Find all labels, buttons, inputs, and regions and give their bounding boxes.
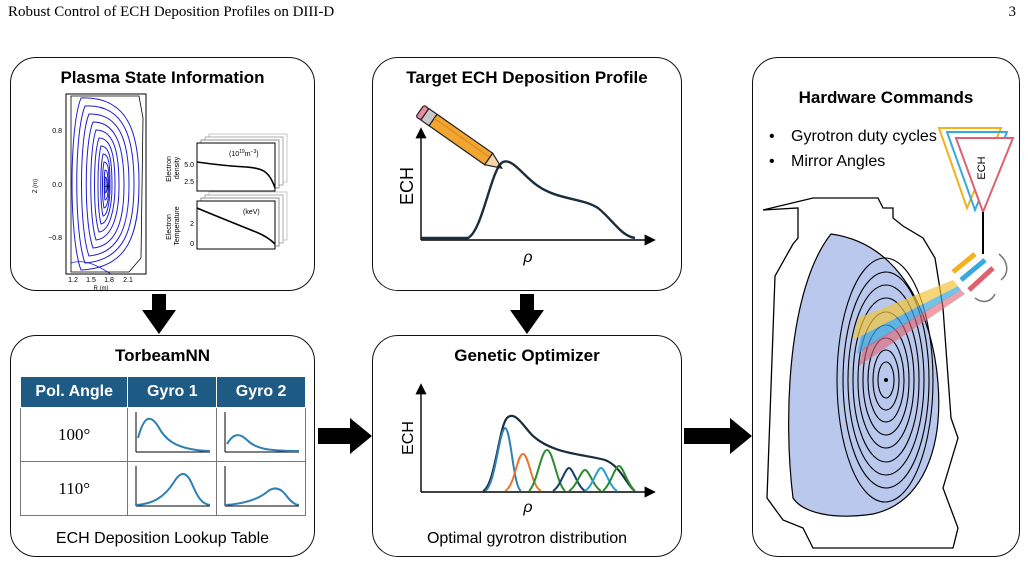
temp-unit: (keV) [243, 209, 260, 216]
r-tick-3: 2.1 [123, 277, 133, 284]
hardware-bullet-list: •Gyrotron duty cycles •Mirror Angles [769, 124, 937, 174]
launcher-red [954, 137, 1015, 215]
target-profile-graphics: ECH ρ [397, 105, 656, 266]
torbeam-caption: ECH Deposition Lookup Table [55, 530, 270, 547]
table-row: 110° [19, 461, 306, 516]
header-title: Robust Control of ECH Deposition Profile… [8, 4, 335, 20]
genetic-xlabel: ρ [522, 499, 532, 516]
row-angle-100: 100° [19, 407, 129, 462]
target-xlabel: ρ [522, 249, 532, 266]
mirror-yellow [951, 252, 977, 274]
plasma-state-panel: Plasma State Information + 0.8 0.0 −0.8 … [10, 57, 315, 292]
r-axis-label: R (m) [94, 286, 109, 292]
vessel-outline [762, 197, 959, 549]
mirror-rotation-icon-2 [974, 293, 996, 303]
mirror-red [967, 266, 995, 292]
temp-ylabel: Electron Temperature [166, 206, 181, 245]
gyrotron-curve-green [528, 448, 566, 492]
temperature-plot [196, 191, 288, 250]
gyrotron-curve-cyan [584, 466, 618, 492]
plasma-state-title: Plasma State Information [60, 68, 265, 87]
z-axis-label: Z (m) [33, 179, 39, 193]
pencil-icon [416, 105, 504, 170]
density-unit: (1019m−3) [229, 149, 259, 158]
flux-contours [70, 97, 140, 275]
density-tick-1: 2.5 [184, 179, 194, 186]
mirror-rotation-icon [998, 253, 1008, 281]
cell-gyro2-100 [216, 407, 306, 462]
torbeam-title: TorbeamNN [114, 346, 211, 365]
z-tick-0: 0.8 [52, 128, 62, 135]
genetic-ylabel: ECH [400, 421, 417, 455]
z-tick-1: 0.0 [52, 182, 62, 189]
density-ylabel: Electron density [166, 154, 181, 182]
plasma-axis-dot [884, 378, 888, 382]
genetic-optimizer-panel: Genetic Optimizer ECH ρ Optimal gyrotron… [372, 335, 682, 557]
lookup-table: Pol. Angle Gyro 1 Gyro 2 100° 110° [19, 376, 306, 516]
torbeam-panel: TorbeamNN Pol. Angle Gyro 1 Gyro 2 100° … [10, 335, 315, 557]
cell-gyro1-100 [127, 407, 218, 462]
launcher-ech-label: ECH [976, 156, 988, 179]
equilibrium-frame [65, 93, 147, 275]
density-tick-0: 5.0 [184, 162, 194, 169]
gyrotron-curve-orange [504, 452, 542, 492]
tokamak-graphics: ECH [762, 127, 1015, 549]
target-ylabel: ECH [397, 167, 417, 205]
col-pol-angle: Pol. Angle [19, 376, 129, 408]
target-profile-title: Target ECH Deposition Profile [406, 68, 648, 87]
target-profile-curve [421, 160, 636, 240]
r-tick-0: 1.2 [68, 277, 78, 284]
gyrotron-curve-green-2 [568, 468, 602, 492]
arrow-torbeam-to-genetic [318, 418, 372, 454]
col-gyro-1: Gyro 1 [127, 376, 218, 408]
genetic-optimizer-title: Genetic Optimizer [454, 346, 600, 365]
arrow-plasma-to-torbeam [142, 294, 176, 334]
hardware-commands-title: Hardware Commands [798, 88, 974, 107]
beam-red [859, 290, 965, 366]
vessel-wall [70, 95, 144, 273]
genetic-optimizer-graphics: ECH ρ [400, 383, 656, 516]
cell-gyro2-110 [216, 461, 306, 516]
beam-yellow [853, 280, 958, 340]
col-gyro-2: Gyro 2 [216, 376, 306, 408]
temp-tick-1: 0 [190, 241, 194, 248]
magnetic-axis-marker: + [104, 182, 110, 193]
bullet-duty-cycles: •Gyrotron duty cycles [769, 128, 937, 145]
density-plot [196, 133, 288, 192]
gyrotron-curve-blue [484, 426, 522, 492]
r-tick-1: 1.5 [86, 277, 96, 284]
bullet-mirror-angles: •Mirror Angles [769, 153, 886, 170]
hardware-commands-panel: Hardware Commands •Gyrotron duty cycles … [752, 57, 1020, 557]
z-tick-2: −0.8 [48, 235, 62, 242]
gyrotron-curve-green-3 [602, 464, 636, 492]
arrow-target-to-genetic [510, 294, 544, 334]
target-profile-panel: Target ECH Deposition Profile ECH ρ [372, 57, 682, 291]
arrow-genetic-to-hardware [684, 418, 752, 454]
page-number: 3 [1008, 4, 1017, 20]
gyrotron-curve-navy [552, 466, 586, 492]
temp-tick-0: 2 [190, 221, 194, 228]
row-angle-110: 110° [19, 461, 129, 516]
table-row: 100° [19, 407, 306, 462]
mirror-blue [959, 258, 987, 282]
r-tick-2: 1.8 [104, 277, 114, 284]
genetic-caption: Optimal gyrotron distribution [426, 530, 628, 547]
cell-gyro1-110 [127, 461, 218, 516]
plasma-state-graphics: + 0.8 0.0 −0.8 Z (m) 1.2 1.5 1.8 2.1 R (… [33, 93, 288, 292]
page-header: Robust Control of ECH Deposition Profile… [8, 4, 1020, 24]
